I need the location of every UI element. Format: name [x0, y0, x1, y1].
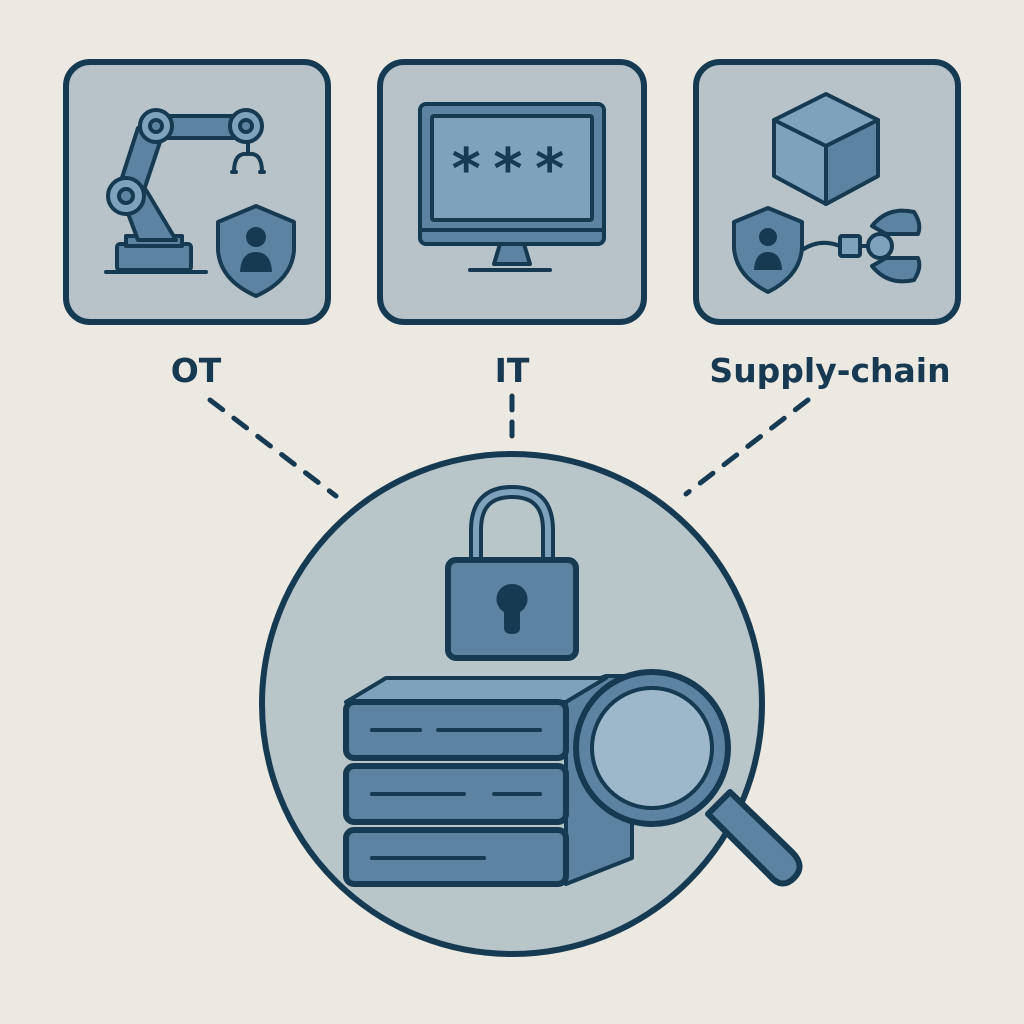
package-cube-icon — [772, 92, 880, 206]
dashed-connectors — [207, 393, 811, 499]
connector-ot — [207, 397, 339, 499]
gripper-claw-icon — [866, 208, 922, 284]
central-hub — [259, 451, 803, 957]
monitor-icon — [418, 102, 606, 272]
password-mask-text: *** — [449, 137, 574, 202]
magnifier-icon — [573, 669, 803, 887]
supply-chain-tile — [693, 59, 961, 325]
it-tile: *** — [377, 59, 647, 325]
padlock-icon — [445, 484, 579, 661]
ot-tile — [63, 59, 331, 325]
label-supply-chain: Supply-chain — [709, 351, 950, 390]
robot-arm-icon — [104, 108, 266, 274]
shield-user-icon — [216, 204, 296, 298]
label-ot: OT — [171, 351, 222, 390]
shield-user-icon — [732, 206, 804, 294]
link-connector-icon — [800, 234, 870, 258]
connector-supply-chain — [683, 397, 811, 497]
label-it: IT — [495, 351, 530, 390]
